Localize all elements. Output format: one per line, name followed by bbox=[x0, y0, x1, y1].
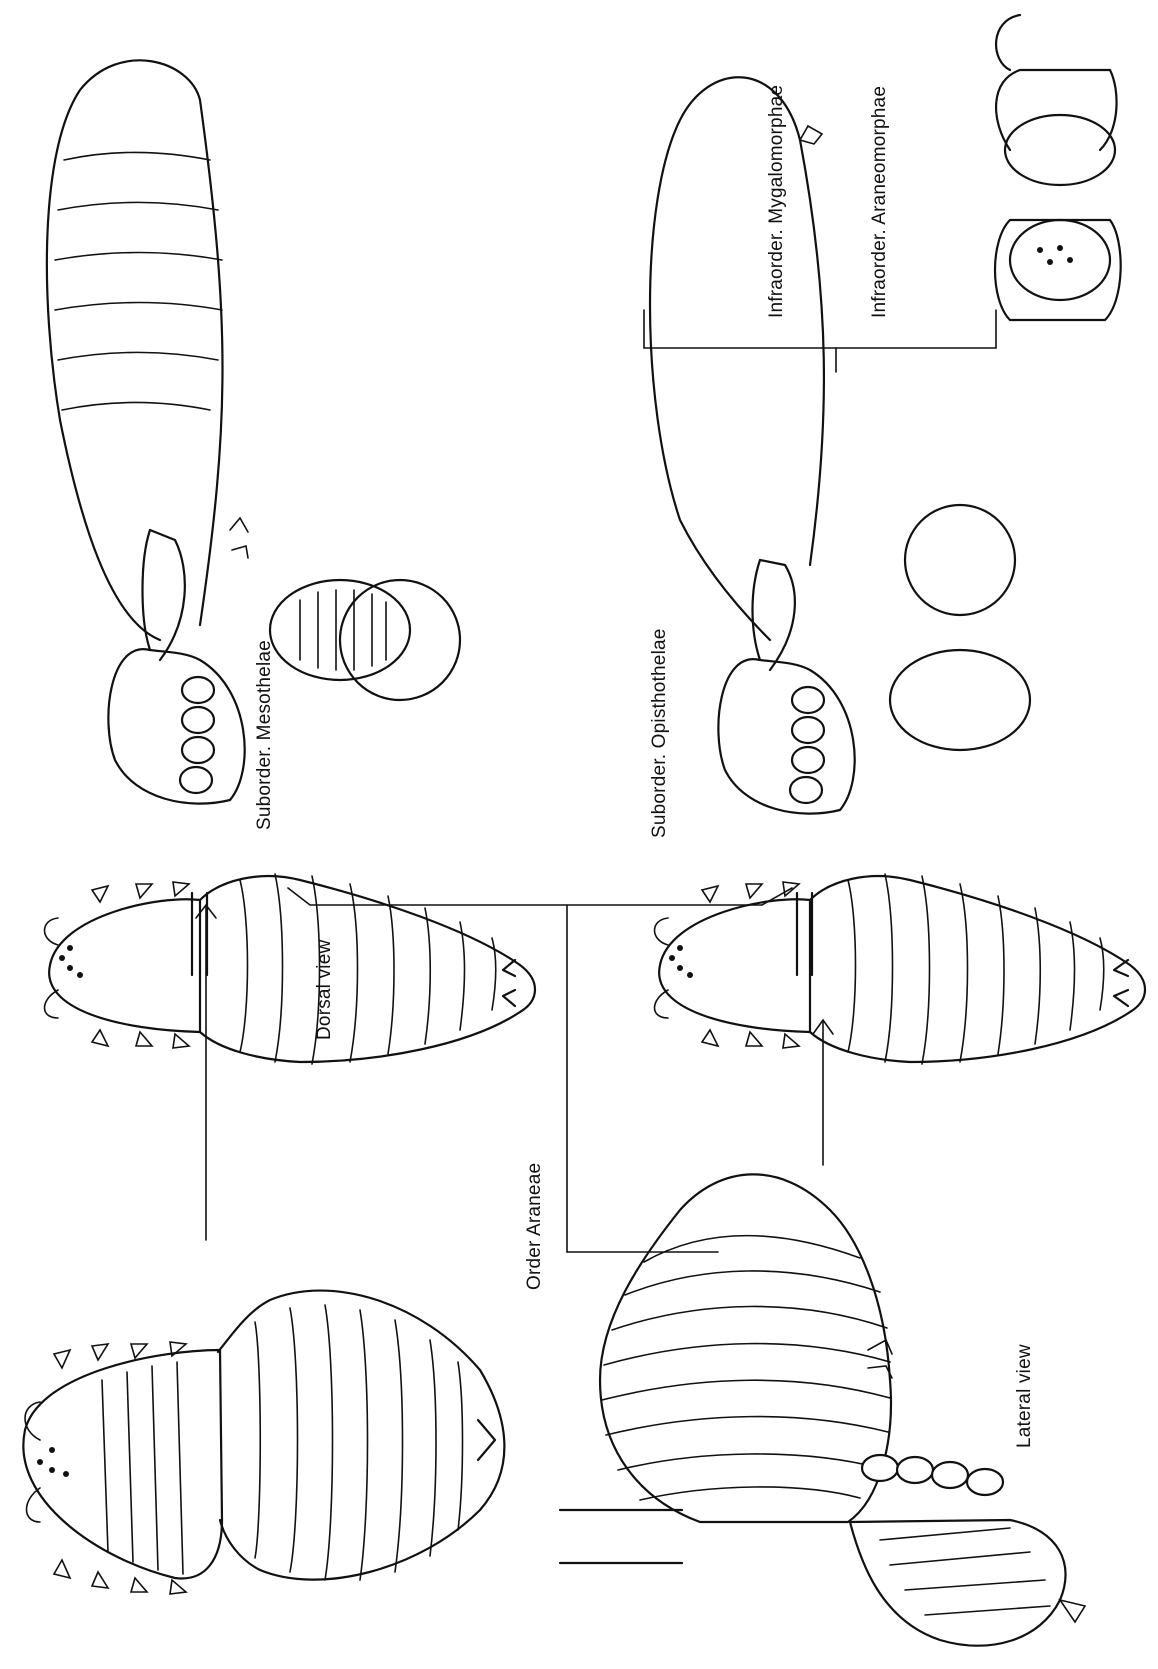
label-lateral-view: Lateral view bbox=[1014, 1344, 1035, 1448]
label-order-araneae: Order Araneae bbox=[524, 1163, 545, 1290]
araneomorphae-chelicerae bbox=[995, 220, 1121, 320]
ancestral-spider-dorsal bbox=[23, 1291, 504, 1594]
label-infraorder-mygalomorphae: Infraorder. Mygalomorphae bbox=[766, 85, 787, 318]
opisthothelae-dorsal bbox=[655, 874, 1146, 1064]
opisthothelae-spinneret-detail bbox=[890, 505, 1030, 750]
mesothelae-spinneret-detail bbox=[270, 580, 460, 700]
label-suborder-mesothelae: Suborder. Mesothelae bbox=[254, 640, 275, 830]
mygalomorphae-chelicerae bbox=[996, 15, 1117, 185]
mesothelae-lateral bbox=[47, 60, 248, 803]
opisthothelae-lateral bbox=[650, 77, 855, 813]
cladogram-lines bbox=[288, 310, 996, 1252]
mesothelae-dorsal bbox=[45, 874, 536, 1064]
arrows bbox=[196, 905, 833, 1240]
label-infraorder-araneomorphae: Infraorder. Araneomorphae bbox=[869, 86, 890, 318]
label-dorsal-view: Dorsal view bbox=[314, 940, 335, 1040]
label-suborder-opisthothelae: Suborder. Opisthothelae bbox=[649, 628, 670, 838]
ancestral-spider-lateral bbox=[600, 1174, 1085, 1645]
